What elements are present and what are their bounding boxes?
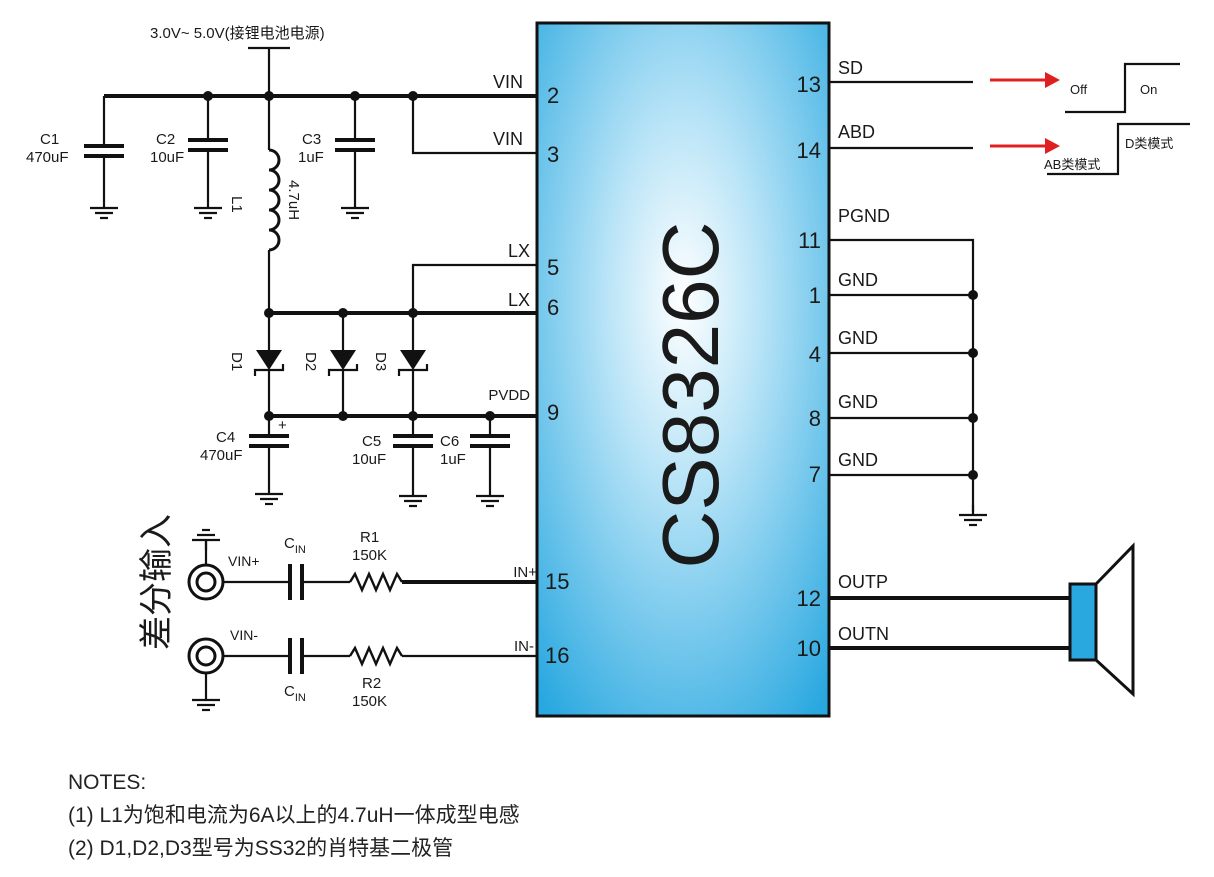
pin-11-name: PGND: [838, 206, 890, 226]
pin-2-name: VIN: [493, 72, 523, 92]
resistor-r1: [348, 571, 404, 593]
diode-d3: D3: [372, 313, 429, 416]
abd-d-label: D类模式: [1125, 136, 1173, 151]
pin-5-name: LX: [508, 241, 530, 261]
capacitor-c1: C1 470uF: [26, 96, 124, 220]
vin-minus-label: VIN-: [230, 627, 258, 643]
pin-7-name: GND: [838, 450, 878, 470]
pin-14-name: ABD: [838, 122, 875, 142]
note-1: (1) L1为饱和电流为6A以上的4.7uH一体成型电感: [68, 804, 520, 827]
chip-body: [535, 21, 831, 718]
pin-11-number: 11: [798, 228, 821, 253]
pin-8-number: 8: [809, 406, 821, 431]
pin-13-number: 13: [797, 72, 821, 97]
diode-d1: D1: [228, 313, 285, 416]
right-pin-numbers: 13 14 11 1 4 8 7 12 10: [797, 72, 821, 661]
pin-7-number: 7: [809, 462, 821, 487]
left-pins: VIN 2 VIN 3 LX 5 LX 6 PVDD 9 IN+ 15 IN- …: [488, 72, 569, 668]
cin1-sub: IN: [295, 544, 306, 556]
capacitor-c6: C6 1uF: [440, 416, 510, 508]
sd-off-label: Off: [1070, 82, 1087, 97]
c3-value: 1uF: [298, 149, 324, 166]
c1-name: C1: [40, 131, 59, 148]
sd-on-label: On: [1140, 82, 1157, 97]
c4-value: 470uF: [200, 447, 243, 464]
d2-name: D2: [302, 352, 319, 371]
note-2: (2) D1,D2,D3型号为SS32的肖特基二极管: [68, 837, 454, 860]
capacitor-c2: C2 10uF: [150, 96, 228, 220]
sd-arrow-icon: [1045, 72, 1060, 88]
pin-3-number: 3: [547, 142, 559, 167]
c2-name: C2: [156, 131, 175, 148]
c6-name: C6: [440, 433, 459, 450]
c2-value: 10uF: [150, 149, 184, 166]
r2-name: R2: [362, 675, 381, 692]
r1-value: 150K: [352, 547, 387, 564]
pin-5-number: 5: [547, 255, 559, 280]
l1-name: L1: [228, 196, 245, 213]
cin1-letter: C: [284, 535, 295, 552]
pin-15-number: 15: [545, 569, 569, 594]
pin-16-name: IN-: [514, 638, 534, 655]
abd-arrow-icon: [1045, 138, 1060, 154]
pin-9-name: PVDD: [488, 387, 530, 404]
pin-2-number: 2: [547, 83, 559, 108]
input-title: 差分输入: [138, 514, 176, 650]
speaker-icon: [1068, 542, 1135, 698]
pin-3-name: VIN: [493, 129, 523, 149]
pin-14-number: 14: [797, 138, 821, 163]
cin2-letter: C: [284, 683, 295, 700]
notes-section: NOTES: (1) L1为饱和电流为6A以上的4.7uH一体成型电感 (2) …: [68, 766, 520, 865]
sd-control: Off On: [990, 62, 1180, 114]
pin-9-number: 9: [547, 400, 559, 425]
cin2-sub: IN: [295, 692, 306, 704]
pin-4-name: GND: [838, 328, 878, 348]
pin-10-name: OUTN: [838, 624, 889, 644]
chip-name: CS8326C: [646, 222, 735, 569]
c3-name: C3: [302, 131, 321, 148]
l1-value: 4.7uH: [285, 180, 302, 220]
notes-title: NOTES:: [68, 771, 147, 794]
pin-6-name: LX: [508, 290, 530, 310]
capacitor-c5: C5 10uF: [352, 416, 433, 508]
c1-value: 470uF: [26, 149, 69, 166]
circuit-diagram: CS8326C 3.0V~ 5.0V(接锂电池电源) C1 470uF C2 1…: [26, 21, 1190, 718]
c4-polarity: +: [278, 417, 287, 434]
pin-15-name: IN+: [513, 564, 537, 581]
abd-control: AB类模式 D类模式: [990, 122, 1190, 176]
pin-12-name: OUTP: [838, 572, 888, 592]
pin-10-number: 10: [797, 636, 821, 661]
differential-input: 差分输入 VIN+ CIN R1 150K VIN- CIN R2 150K: [138, 514, 537, 712]
pin-13-name: SD: [838, 58, 863, 78]
resistor-r2: [348, 645, 404, 667]
inductor-l1: L1 4.7uH: [228, 96, 302, 313]
d1-name: D1: [228, 352, 245, 371]
pin-8-name: GND: [838, 392, 878, 412]
pin-1-number: 1: [809, 283, 821, 308]
c5-value: 10uF: [352, 451, 386, 468]
vin-plus-label: VIN+: [228, 553, 260, 569]
pin-6-number: 6: [547, 295, 559, 320]
c6-value: 1uF: [440, 451, 466, 468]
supply-label: 3.0V~ 5.0V(接锂电池电源): [150, 25, 325, 42]
pin-16-number: 16: [545, 643, 569, 668]
r1-name: R1: [360, 529, 379, 546]
pin-12-number: 12: [797, 586, 821, 611]
pin-1-name: GND: [838, 270, 878, 290]
d3-name: D3: [372, 352, 389, 371]
pin-4-number: 4: [809, 342, 821, 367]
diode-d2: D2: [302, 313, 359, 416]
c5-name: C5: [362, 433, 381, 450]
abd-ab-label: AB类模式: [1044, 157, 1100, 172]
r2-value: 150K: [352, 693, 387, 710]
cin2-label: CIN: [284, 683, 306, 704]
cin1-label: CIN: [284, 535, 306, 556]
capacitor-c4: + C4 470uF: [200, 416, 289, 506]
capacitor-c3: C3 1uF: [298, 96, 375, 220]
c4-name: C4: [216, 429, 235, 446]
